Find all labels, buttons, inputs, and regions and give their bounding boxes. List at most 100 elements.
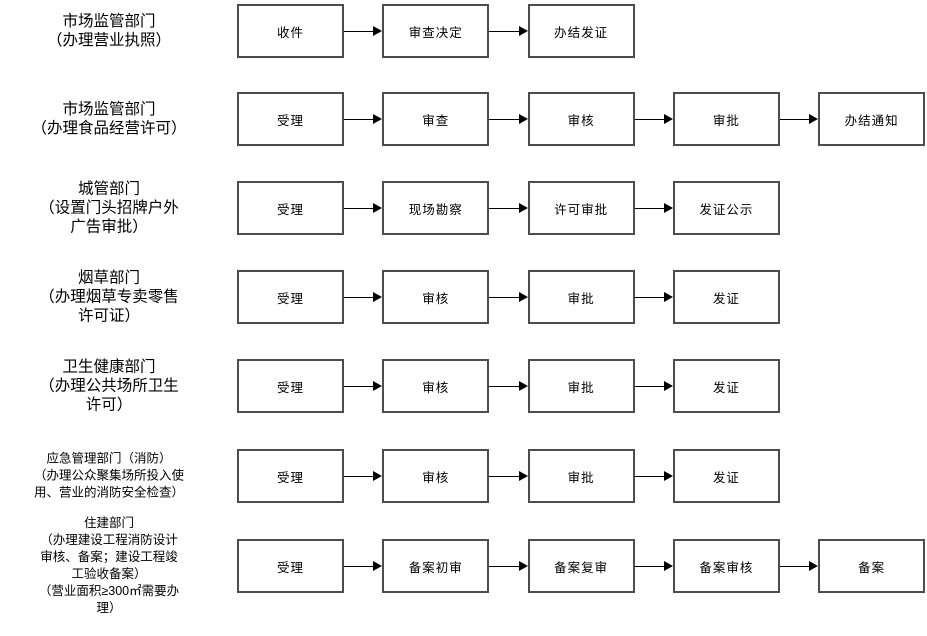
flow-arrow-icon	[634, 560, 673, 572]
arrow-line	[344, 385, 374, 387]
department-label-line: 许可证）	[77, 307, 140, 325]
process-box-label: 审批	[567, 470, 595, 485]
department-label: 住建部门（办理建设工程消防设计审核、备案；建设工程竣工验收备案）（营业面积≥30…	[0, 515, 218, 617]
flow-arrow-icon	[779, 113, 819, 125]
flow-arrow-icon	[489, 560, 528, 572]
process-box: 许可审批	[527, 181, 635, 235]
process-box-label: 审批	[567, 291, 595, 306]
department-label-line: 市场监管部门	[62, 101, 156, 118]
flow-arrow-icon	[489, 470, 528, 482]
flow-arrow-icon	[779, 560, 819, 572]
process-box: 审核	[382, 359, 490, 413]
process-box: 发证	[672, 270, 780, 324]
flow-arrow-icon	[489, 113, 528, 125]
arrow-head-icon	[373, 471, 383, 481]
department-label-line: 许可）	[85, 396, 133, 414]
process-box-label: 发证	[712, 470, 740, 485]
arrow-line	[779, 118, 810, 120]
process-box-label: 备案复审	[554, 560, 609, 575]
flow-arrow-icon	[344, 291, 383, 303]
arrow-head-icon	[663, 114, 673, 124]
arrow-head-icon	[373, 561, 383, 571]
process-box: 发证公示	[672, 181, 780, 235]
flow-arrow-icon	[344, 470, 383, 482]
department-label-line: 广告审批）	[70, 218, 148, 236]
arrow-line	[344, 296, 374, 298]
flow-arrow-icon	[489, 25, 528, 37]
department-label-line: （办理食品经营许可）	[31, 120, 187, 137]
arrow-line	[634, 296, 664, 298]
department-label-line: （办理营业执照）	[46, 32, 171, 49]
arrow-head-icon	[373, 203, 383, 213]
process-box: 受理	[237, 359, 344, 413]
flow-arrow-icon	[344, 113, 383, 125]
arrow-line	[344, 565, 374, 567]
arrow-line	[779, 565, 810, 567]
arrow-head-icon	[518, 292, 528, 302]
department-label: 城管部门（设置门头招牌户外广告审批）	[0, 180, 218, 237]
arrow-head-icon	[518, 26, 528, 36]
arrow-head-icon	[518, 561, 528, 571]
arrow-head-icon	[373, 114, 383, 124]
process-box-label: 收件	[276, 25, 304, 40]
process-box-label: 审核	[422, 470, 450, 485]
department-label: 烟草部门（办理烟草专卖零售许可证）	[0, 269, 218, 326]
department-label-line: 应急管理部门（消防）	[46, 451, 172, 466]
arrow-line	[634, 385, 664, 387]
flow-arrow-icon	[634, 291, 673, 303]
process-box: 受理	[237, 449, 344, 503]
department-label-line: （办理烟草专卖零售	[39, 288, 179, 306]
process-box: 审批	[527, 359, 635, 413]
flow-arrow-icon	[634, 202, 673, 214]
arrow-head-icon	[663, 292, 673, 302]
department-label-line: （办理公共场所卫生	[39, 377, 179, 395]
process-box-label: 发证	[712, 291, 740, 306]
process-box-label: 受理	[276, 202, 304, 217]
flow-arrow-icon	[344, 560, 383, 572]
process-box: 办结发证	[527, 4, 635, 58]
arrow-head-icon	[373, 381, 383, 391]
process-box-label: 受理	[276, 291, 304, 306]
department-label-line: 市场监管部门	[62, 13, 156, 30]
arrow-line	[489, 385, 519, 387]
process-box: 受理	[237, 270, 344, 324]
arrow-head-icon	[663, 561, 673, 571]
process-box-label: 审核	[422, 380, 450, 395]
process-box-label: 发证	[712, 380, 740, 395]
arrow-line	[489, 118, 519, 120]
arrow-head-icon	[663, 471, 673, 481]
arrow-head-icon	[809, 561, 819, 571]
process-box-label: 办结通知	[844, 113, 899, 128]
process-box-label: 受理	[276, 380, 304, 395]
process-box: 现场勘察	[382, 181, 490, 235]
department-label: 市场监管部门 （办理食品经营许可）	[0, 100, 218, 138]
process-box: 备案复审	[527, 539, 635, 593]
process-box: 审查决定	[382, 4, 490, 58]
department-label-line: 卫生健康部门	[62, 358, 156, 376]
department-label-line: （办理公众聚集场所投入使	[33, 468, 184, 483]
arrow-line	[344, 118, 374, 120]
arrow-head-icon	[518, 203, 528, 213]
arrow-head-icon	[518, 381, 528, 391]
flow-arrow-icon	[489, 291, 528, 303]
process-box: 审批	[527, 270, 635, 324]
process-box: 受理	[237, 92, 344, 146]
department-label-line: 用、营业的消防安全检查）	[33, 485, 184, 500]
department-label-line: （营业面积≥300㎡需要办	[38, 584, 180, 598]
process-box: 备案	[818, 539, 926, 593]
flow-arrow-icon	[489, 202, 528, 214]
arrow-line	[634, 565, 664, 567]
process-box-label: 备案审核	[699, 560, 754, 575]
process-box-label: 办结发证	[554, 25, 609, 40]
arrow-line	[344, 30, 374, 32]
department-label-line: 工验收备案）	[71, 567, 147, 581]
process-box-label: 审核	[422, 291, 450, 306]
process-box-label: 受理	[276, 113, 304, 128]
process-box-label: 受理	[276, 560, 304, 575]
arrow-line	[489, 30, 519, 32]
flow-arrow-icon	[344, 380, 383, 392]
department-label-line: 住建部门	[83, 516, 134, 530]
process-box-label: 审批	[712, 113, 740, 128]
flow-arrow-icon	[634, 470, 673, 482]
arrow-head-icon	[518, 471, 528, 481]
